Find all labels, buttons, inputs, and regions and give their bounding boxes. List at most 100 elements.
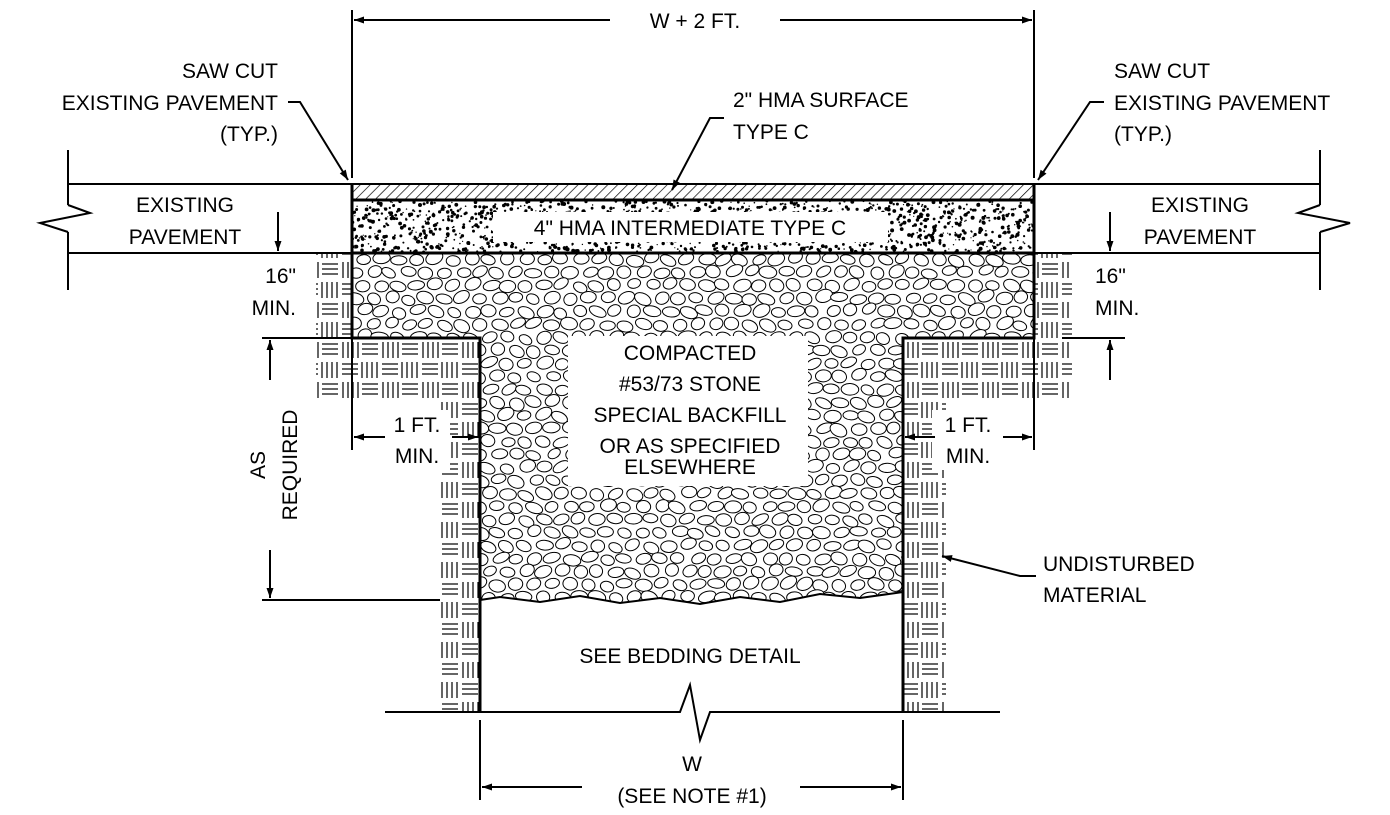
aggregate-texture xyxy=(658,209,662,213)
stone-texture xyxy=(859,331,876,344)
aggregate-texture xyxy=(410,231,413,234)
aggregate-texture xyxy=(669,207,671,209)
stone-texture xyxy=(480,355,499,369)
aggregate-texture xyxy=(387,216,389,218)
stone-texture xyxy=(932,253,947,267)
stone-texture xyxy=(655,499,670,513)
stone-texture xyxy=(705,264,721,279)
aggregate-texture xyxy=(862,243,867,247)
aggregate-texture xyxy=(865,208,870,212)
stone-texture xyxy=(905,292,922,304)
stone-texture xyxy=(543,526,561,539)
stone-texture xyxy=(886,526,902,538)
aggregate-texture xyxy=(1029,247,1032,249)
aggregate-texture xyxy=(565,247,570,252)
stone-texture xyxy=(517,280,533,293)
stone-texture xyxy=(579,290,597,304)
aggregate-texture xyxy=(889,233,892,235)
aggregate-texture xyxy=(938,241,942,245)
saw-cut-left-line1: SAW CUT xyxy=(182,60,278,83)
existing-right-line1: EXISTING xyxy=(1151,194,1249,217)
aggregate-texture xyxy=(932,225,937,230)
stone-texture xyxy=(762,501,778,512)
aggregate-texture xyxy=(369,213,371,215)
stone-texture xyxy=(599,320,616,331)
stone-texture xyxy=(975,576,993,591)
stone-texture xyxy=(878,357,896,370)
stone-texture xyxy=(453,289,470,305)
aggregate-texture xyxy=(526,241,529,244)
aggregate-texture xyxy=(676,248,679,251)
aggregate-texture xyxy=(775,244,778,248)
aggregate-texture xyxy=(431,232,435,236)
stone-texture xyxy=(1030,291,1034,305)
stone-texture xyxy=(946,566,964,579)
aggregate-texture xyxy=(637,242,640,245)
aggregate-texture xyxy=(374,233,376,235)
aggregate-texture xyxy=(387,224,390,227)
stone-texture xyxy=(416,290,434,305)
stone-texture xyxy=(482,486,498,500)
stone-texture xyxy=(464,253,480,266)
aggregate-texture xyxy=(367,243,370,245)
stone-texture xyxy=(372,304,389,318)
stone-texture xyxy=(410,539,427,551)
stone-texture xyxy=(508,502,523,515)
trench-width-dimension: W (SEE NOTE #1) xyxy=(479,720,904,808)
aggregate-texture xyxy=(474,212,478,216)
stone-texture xyxy=(888,579,903,592)
aggregate-texture xyxy=(998,243,1001,246)
aggregate-texture xyxy=(916,202,920,206)
stone-texture xyxy=(653,267,671,280)
aggregate-texture xyxy=(417,236,420,238)
stone-texture xyxy=(985,488,1004,501)
stone-texture xyxy=(994,602,1010,604)
aggregate-texture xyxy=(907,218,911,223)
aggregate-texture xyxy=(550,249,555,253)
stone-texture xyxy=(489,500,505,512)
stone-texture xyxy=(616,265,632,279)
aggregate-texture xyxy=(672,205,676,209)
aggregate-texture xyxy=(371,201,374,203)
stone-texture xyxy=(714,253,732,267)
stone-texture xyxy=(570,486,587,500)
stone-texture xyxy=(391,515,410,526)
stone-texture xyxy=(482,331,498,344)
aggregate-texture xyxy=(948,248,950,250)
stone-texture xyxy=(824,358,839,369)
aggregate-texture xyxy=(356,239,360,242)
aggregate-texture xyxy=(430,245,434,250)
aggregate-texture xyxy=(713,208,717,213)
aggregate-texture xyxy=(615,247,617,249)
backfill-line4: OR AS SPECIFIED xyxy=(600,435,781,458)
stone-texture xyxy=(419,580,435,594)
stone-texture xyxy=(850,579,866,591)
aggregate-texture xyxy=(456,214,460,218)
stone-texture xyxy=(929,304,946,317)
aggregate-texture xyxy=(442,219,445,222)
aggregate-texture xyxy=(454,233,457,236)
aggregate-texture xyxy=(377,230,380,233)
stone-texture xyxy=(554,563,571,577)
aggregate-texture xyxy=(951,209,955,213)
aggregate-texture xyxy=(460,207,462,210)
aggregate-texture xyxy=(1026,208,1030,212)
aggregate-texture xyxy=(380,239,383,242)
stone-texture xyxy=(883,317,903,330)
aggregate-texture xyxy=(415,240,419,244)
stone-texture xyxy=(806,488,822,500)
aggregate-texture xyxy=(415,231,417,233)
stone-texture xyxy=(922,293,938,304)
aggregate-texture xyxy=(887,212,891,216)
aggregate-texture xyxy=(381,248,385,251)
aggregate-texture xyxy=(358,225,361,228)
aggregate-texture xyxy=(917,234,921,239)
stone-texture xyxy=(409,253,425,266)
aggregate-texture xyxy=(447,218,451,222)
aggregate-texture xyxy=(392,236,396,240)
aggregate-texture xyxy=(872,204,875,207)
stone-texture xyxy=(1012,421,1030,435)
aggregate-texture xyxy=(380,212,384,215)
aggregate-texture xyxy=(1012,247,1015,250)
stone-texture xyxy=(608,542,623,554)
